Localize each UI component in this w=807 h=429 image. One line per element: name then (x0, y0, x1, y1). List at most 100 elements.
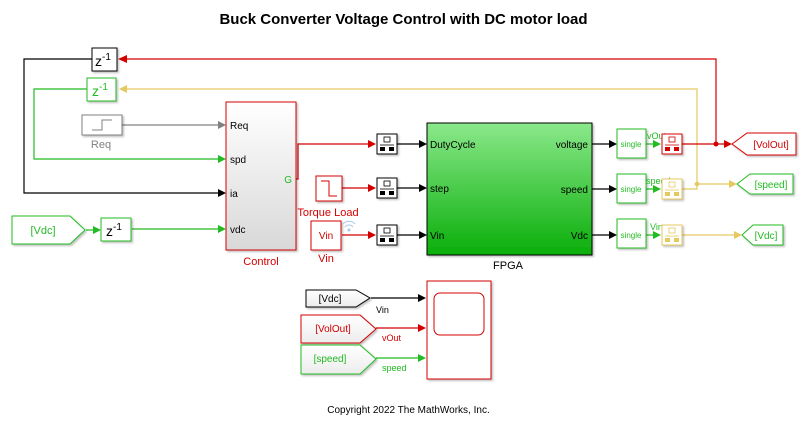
unit-delay-vdc[interactable] (100, 217, 132, 242)
rate-transition-2[interactable] (376, 177, 398, 199)
scope-signal-label-speed: speed (382, 363, 407, 373)
unit-delay-ia[interactable] (91, 47, 118, 72)
signal-lines (23, 55, 742, 362)
fpga-port-vin: Vin (430, 231, 444, 242)
from-tag-volout-scope[interactable] (300, 314, 377, 344)
diagram-title: Buck Converter Voltage Control with DC m… (219, 11, 588, 28)
signal-line-speed-goto[interactable] (682, 183, 729, 190)
goto-tag-volout[interactable] (731, 132, 797, 156)
arrow-head (724, 140, 732, 148)
arrow-head (218, 155, 226, 163)
control-port-spd: spd (230, 155, 246, 166)
arrow-head (119, 85, 127, 93)
from-tag-vdc-left-label: [Vdc] (30, 225, 55, 237)
step-block-req[interactable] (81, 114, 123, 136)
arrow-head (419, 140, 427, 148)
scope-signal-label-vin: Vin (376, 305, 389, 315)
goto-tag-speed-label: [speed] (755, 180, 788, 191)
converter-vdc-label: single (621, 231, 642, 240)
unit-delay-ia-label: z-1 (95, 52, 111, 69)
unit-delay-spd-label: z-1 (92, 82, 108, 99)
signal-label-vout: vOut (647, 131, 667, 141)
control-port-ia: ia (230, 189, 238, 200)
arrow-head (418, 354, 426, 362)
branch-point (694, 181, 700, 187)
signal-line-dutycycle[interactable] (296, 143, 368, 180)
converter-speed-label: single (621, 185, 642, 194)
unit-delay-vdc-label: z-1 (106, 222, 122, 239)
arrow-head (418, 294, 426, 302)
scope-block[interactable] (426, 280, 492, 380)
rate-transition-vout[interactable] (661, 133, 683, 155)
arrow-head (118, 55, 127, 63)
torque-load-name: Torque Load (297, 207, 358, 219)
arrow-head (609, 140, 617, 148)
vin-constant-value: Vin (319, 231, 333, 242)
from-tag-vdc-scope-label: [Vdc] (319, 294, 342, 305)
arrow-head (653, 185, 661, 193)
rate-transition-vdc[interactable] (661, 224, 683, 246)
signal-label-speed: speed (646, 176, 671, 186)
arrow-head (218, 225, 226, 233)
signal-line-vout-feedback[interactable] (127, 58, 717, 143)
signal-line-spd[interactable] (33, 88, 218, 160)
scope-screen-icon (433, 292, 485, 336)
fpga-port-speed: speed (561, 185, 588, 196)
goto-tag-volout-label: [VolOut] (753, 140, 789, 151)
arrow-head (653, 140, 661, 148)
fpga-subsystem-name: FPGA (493, 260, 524, 272)
data-type-converter-voltage[interactable] (616, 128, 647, 159)
rate-transition-3[interactable] (376, 224, 398, 246)
arrow-head (653, 231, 661, 239)
control-port-g: G (284, 175, 292, 186)
arrow-head (419, 184, 427, 192)
rate-transition-speed[interactable] (661, 178, 683, 200)
fpga-port-vdc: Vdc (571, 231, 588, 242)
arrow-head (609, 185, 617, 193)
from-tag-speed-scope-label: [speed] (314, 354, 347, 365)
arrow-head (368, 231, 376, 239)
arrow-head (418, 324, 426, 332)
from-tag-volout-scope-label: [VolOut] (315, 324, 351, 335)
goto-tag-vdc-label: [Vdc] (755, 231, 778, 242)
goto-tag-vdc[interactable] (741, 224, 784, 246)
signal-line-speed-feedback[interactable] (127, 88, 698, 184)
signal-line-ia[interactable] (23, 58, 218, 194)
fpga-port-dutycycle: DutyCycle (430, 140, 476, 151)
from-tag-vdc-scope[interactable] (305, 289, 371, 308)
arrow-head (419, 231, 427, 239)
branch-point (713, 141, 719, 147)
arrow-head (93, 226, 101, 234)
data-type-converter-speed[interactable] (616, 173, 647, 204)
from-tag-vdc-left[interactable] (11, 215, 86, 245)
copyright-notice: Copyright 2022 The MathWorks, Inc. (327, 405, 490, 416)
unit-delay-spd[interactable] (86, 77, 117, 102)
vin-constant-name: Vin (318, 253, 334, 265)
torque-load-step[interactable] (315, 175, 343, 202)
control-port-vdc: vdc (230, 225, 246, 236)
wireless-icon (342, 220, 356, 232)
arrow-head (729, 180, 737, 188)
step-icon (92, 119, 112, 131)
control-port-req: Req (230, 121, 248, 132)
signal-label-vin: Vin (650, 222, 663, 232)
vin-constant[interactable] (310, 220, 342, 251)
arrow-head (734, 231, 742, 239)
control-subsystem[interactable] (225, 101, 297, 251)
from-tag-speed-scope[interactable] (300, 344, 377, 375)
fpga-port-voltage: voltage (556, 140, 589, 151)
converter-voltage-label: single (621, 140, 642, 149)
step-down-icon (321, 180, 337, 197)
data-type-converter-vdc[interactable] (616, 218, 647, 249)
control-subsystem-name: Control (243, 256, 278, 268)
fpga-port-step: step (430, 184, 449, 195)
goto-tag-speed[interactable] (736, 173, 794, 195)
fpga-subsystem[interactable] (426, 122, 593, 256)
arrow-head (218, 189, 226, 197)
rate-transition-1[interactable] (376, 133, 398, 155)
arrow-head (368, 184, 376, 192)
arrow-head (609, 231, 617, 239)
step-block-req-name: Req (91, 139, 111, 151)
arrow-head (218, 121, 226, 129)
scope-signal-label-vout: vOut (382, 333, 402, 343)
